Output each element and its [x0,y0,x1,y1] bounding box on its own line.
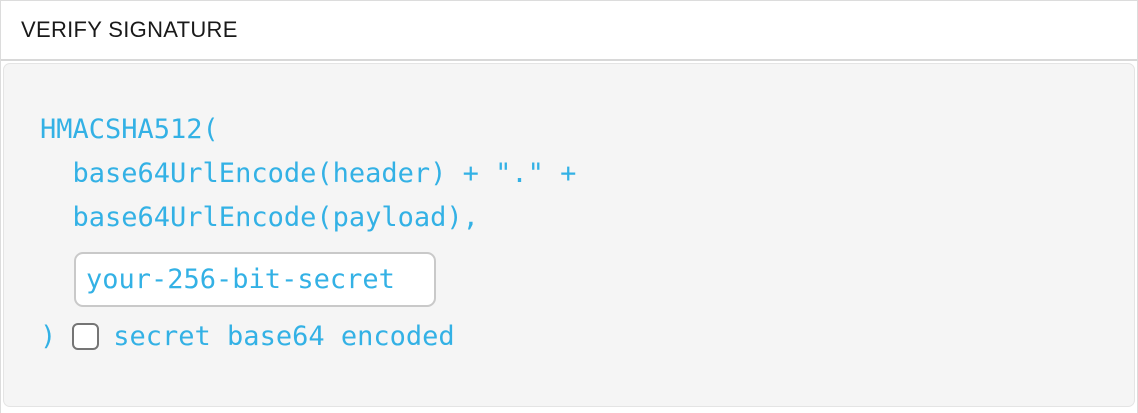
code-line-function-close: ) [40,320,57,352]
panel-body: HMACSHA512( base64UrlEncode(header) + ".… [3,63,1135,407]
secret-input[interactable] [74,252,436,307]
base64-encoded-checkbox[interactable] [72,322,100,350]
base64-checkbox-row: ) secret base64 encoded [40,319,1134,353]
panel-title: VERIFY SIGNATURE [21,17,238,42]
base64-encoded-checkbox-label[interactable]: secret base64 encoded [113,320,455,352]
code-line-function-open: HMACSHA512( [40,114,219,145]
code-line-arg-header: base64UrlEncode(header) + "." + [40,158,577,189]
signature-code-block: HMACSHA512( base64UrlEncode(header) + ".… [4,64,1134,353]
panel-header: VERIFY SIGNATURE [1,1,1137,61]
code-line-arg-payload: base64UrlEncode(payload), [40,202,479,233]
